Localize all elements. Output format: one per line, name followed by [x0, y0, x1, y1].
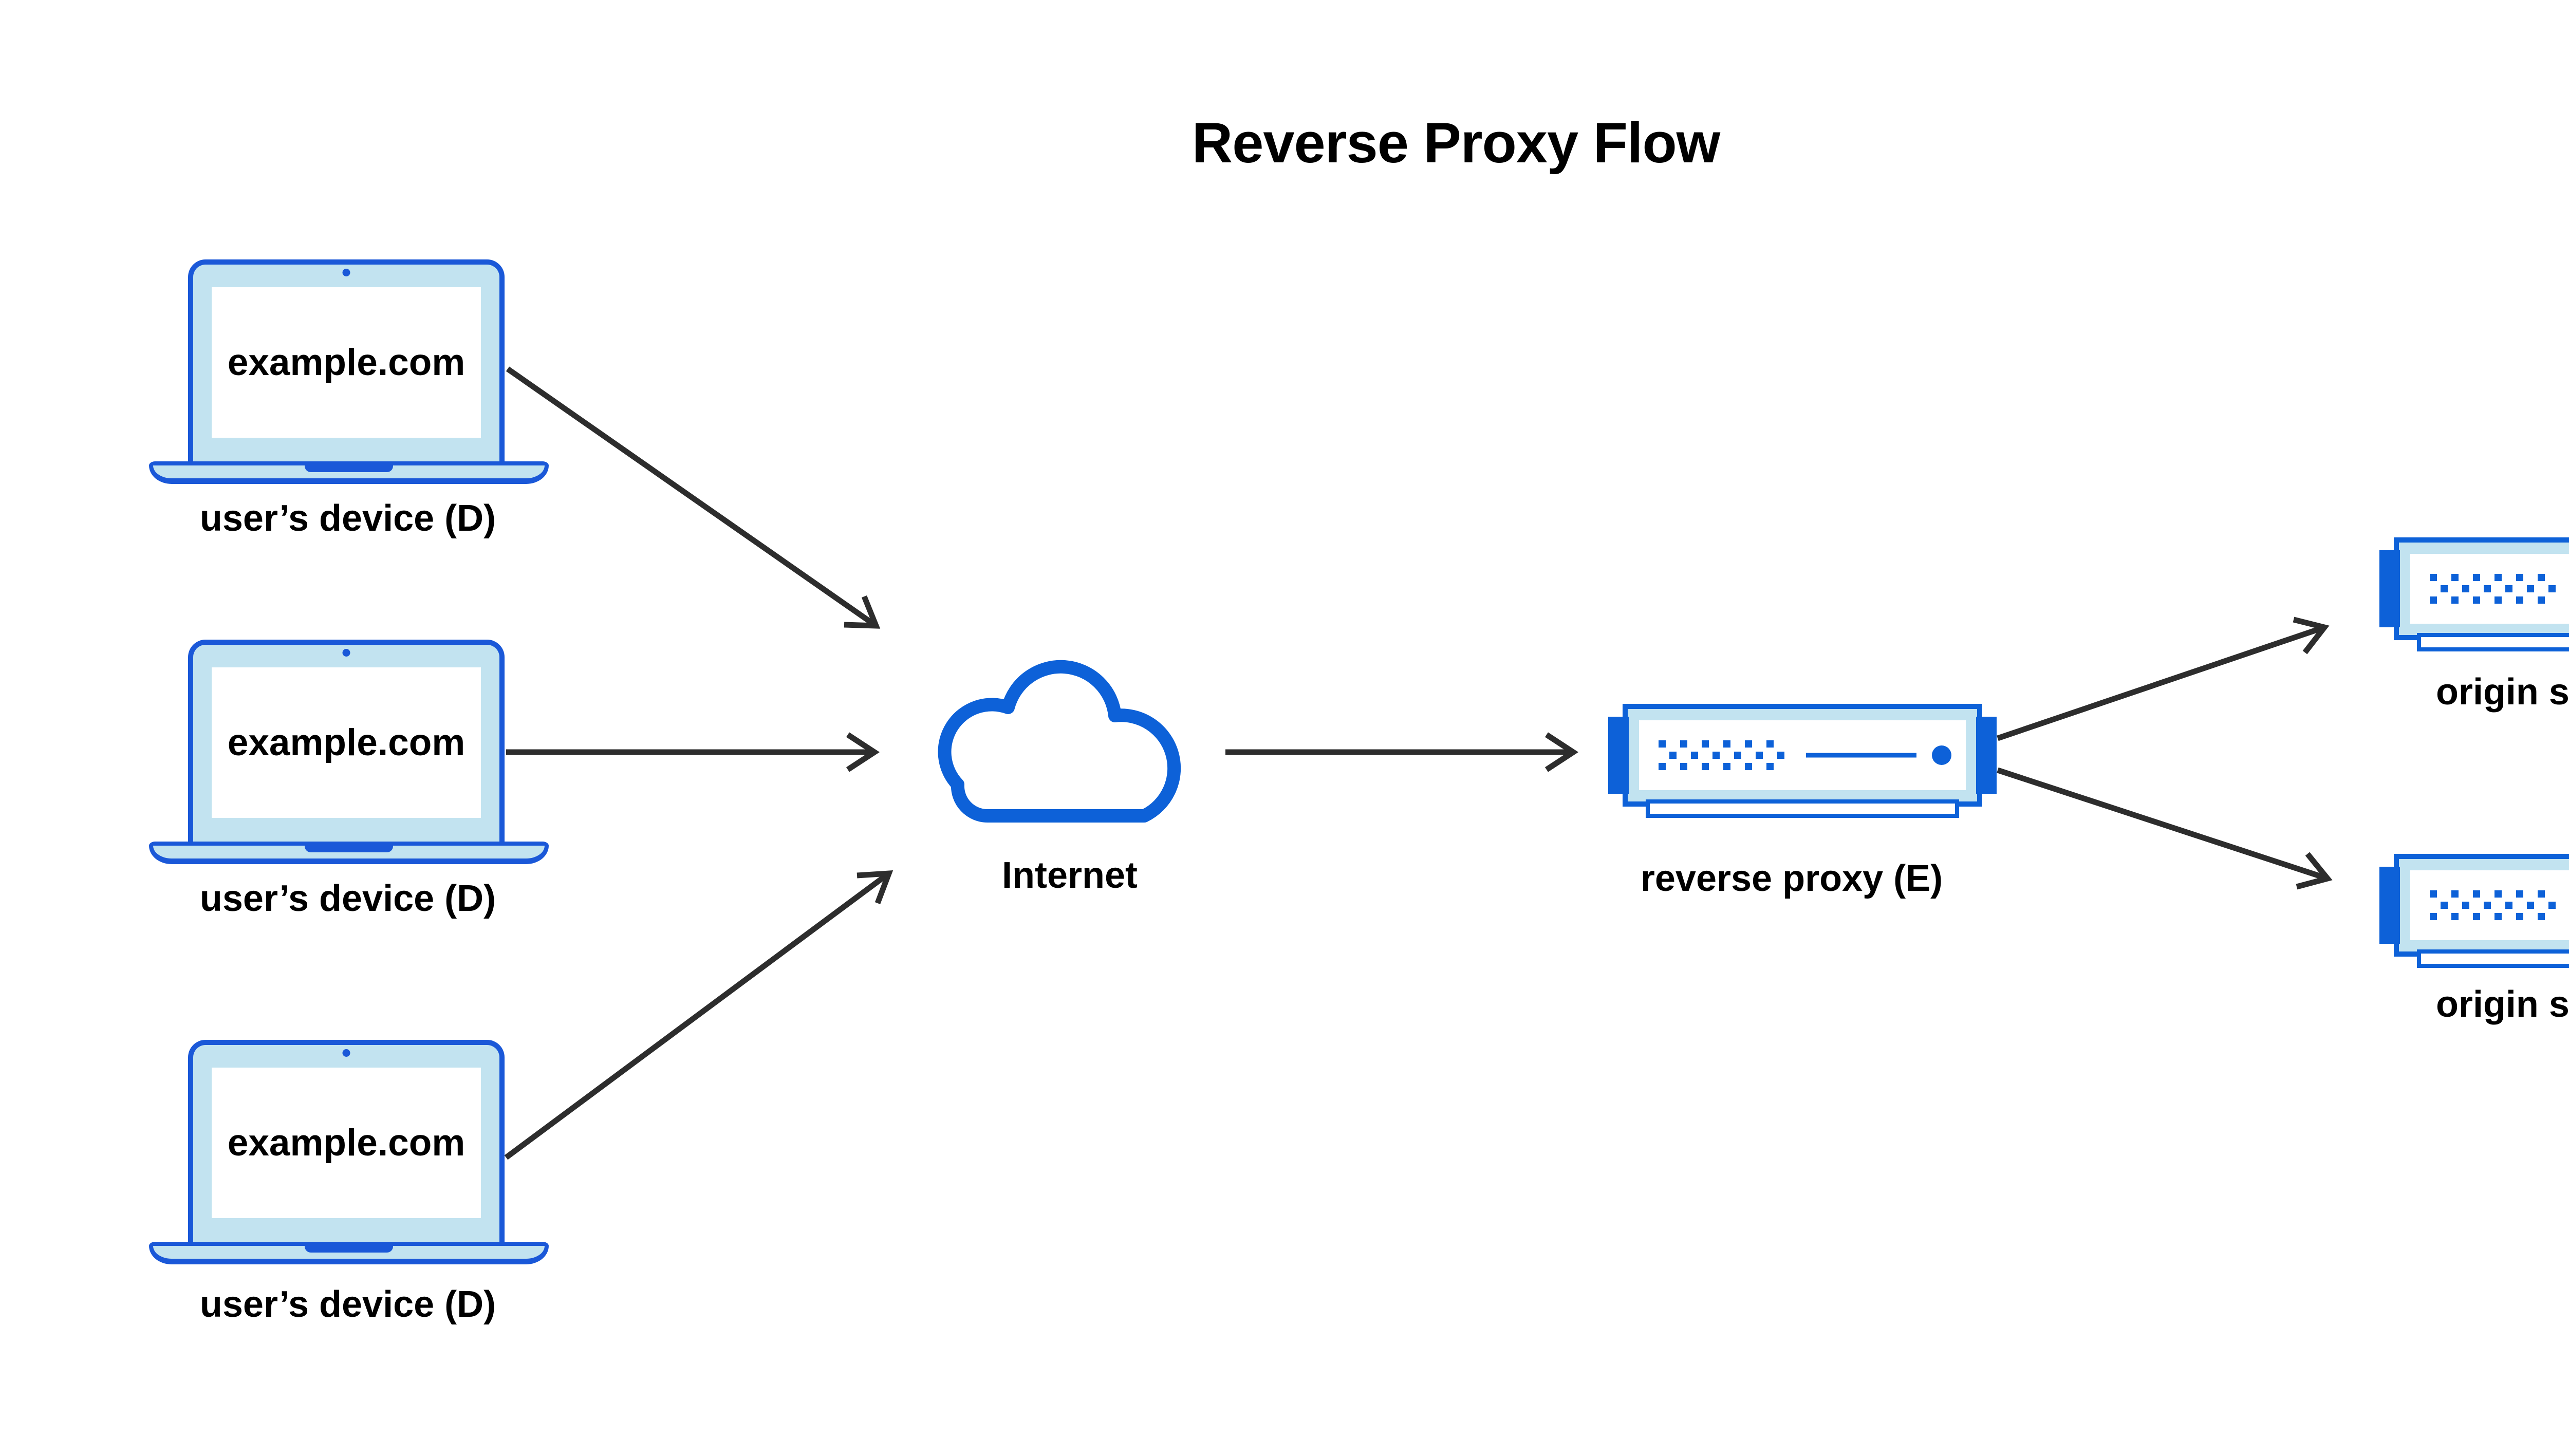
screen-url: example.com	[227, 722, 466, 763]
camera-dot-icon	[342, 649, 350, 657]
cloud-icon	[938, 660, 1181, 823]
laptop-screen: example.com	[212, 667, 481, 818]
origin-server-2-label: origin server (F)	[2435, 984, 2569, 1025]
dot-row	[1669, 752, 1784, 759]
dot-row	[2430, 890, 2545, 898]
server-slot-line	[1806, 753, 1916, 758]
cloud-outline	[938, 660, 1181, 823]
server-base	[2417, 633, 2569, 651]
reverse-proxy	[1608, 704, 1997, 818]
server-base	[2417, 949, 2569, 968]
origin-server-1	[2379, 537, 2569, 651]
dot-row	[2441, 902, 2556, 909]
dot-row	[2430, 913, 2545, 920]
laptop-icon: example.com	[188, 1040, 505, 1242]
user-device-1-label: user’s device (D)	[199, 498, 496, 539]
server-vent-dots	[2430, 890, 2556, 920]
user-device-3-label: user’s device (D)	[199, 1284, 496, 1325]
server-vent-dots	[1659, 740, 1784, 770]
internet-label: Internet	[1001, 855, 1138, 896]
laptop-hinge-notch	[305, 1242, 393, 1253]
origin-server-2	[2379, 854, 2569, 968]
laptop-icon: example.com	[188, 640, 505, 842]
server-led-icon	[1932, 745, 1951, 765]
dot-row	[2430, 574, 2545, 581]
dot-row	[1659, 763, 1774, 770]
user-device-1: example.com	[149, 259, 549, 484]
laptop-icon: example.com	[188, 259, 505, 461]
arrow-device2-to-internet	[506, 732, 880, 772]
page-title: Reverse Proxy Flow	[1192, 111, 1720, 175]
server-bracket-icon	[1976, 717, 1997, 794]
screen-url: example.com	[227, 1122, 466, 1164]
screen-url: example.com	[227, 342, 466, 383]
arrow-internet-to-proxy	[1225, 732, 1579, 772]
user-device-2-label: user’s device (D)	[199, 878, 496, 919]
server-bracket-icon	[1608, 717, 1629, 794]
laptop-hinge-notch	[305, 461, 393, 472]
laptop-screen: example.com	[212, 1068, 481, 1218]
user-device-3: example.com	[149, 1040, 549, 1264]
user-device-2: example.com	[149, 640, 549, 864]
laptop-base	[149, 842, 549, 864]
origin-server-1-label: origin server (F)	[2435, 671, 2569, 713]
camera-dot-icon	[342, 1049, 350, 1057]
dot-row	[2430, 596, 2545, 604]
server-base	[1646, 799, 1959, 818]
server-icon	[1639, 720, 1966, 790]
laptop-base	[149, 461, 549, 484]
dot-row	[1659, 740, 1774, 748]
server-bracket-icon	[2379, 867, 2400, 944]
laptop-hinge-notch	[305, 842, 393, 852]
server-vent-dots	[2430, 574, 2556, 604]
laptop-base	[149, 1242, 549, 1264]
server-icon	[2410, 554, 2569, 624]
camera-dot-icon	[342, 269, 350, 276]
dot-row	[2441, 585, 2556, 592]
server-icon	[2410, 870, 2569, 940]
laptop-screen: example.com	[212, 287, 481, 438]
server-bracket-icon	[2379, 550, 2400, 627]
reverse-proxy-label: reverse proxy (E)	[1640, 858, 1943, 899]
